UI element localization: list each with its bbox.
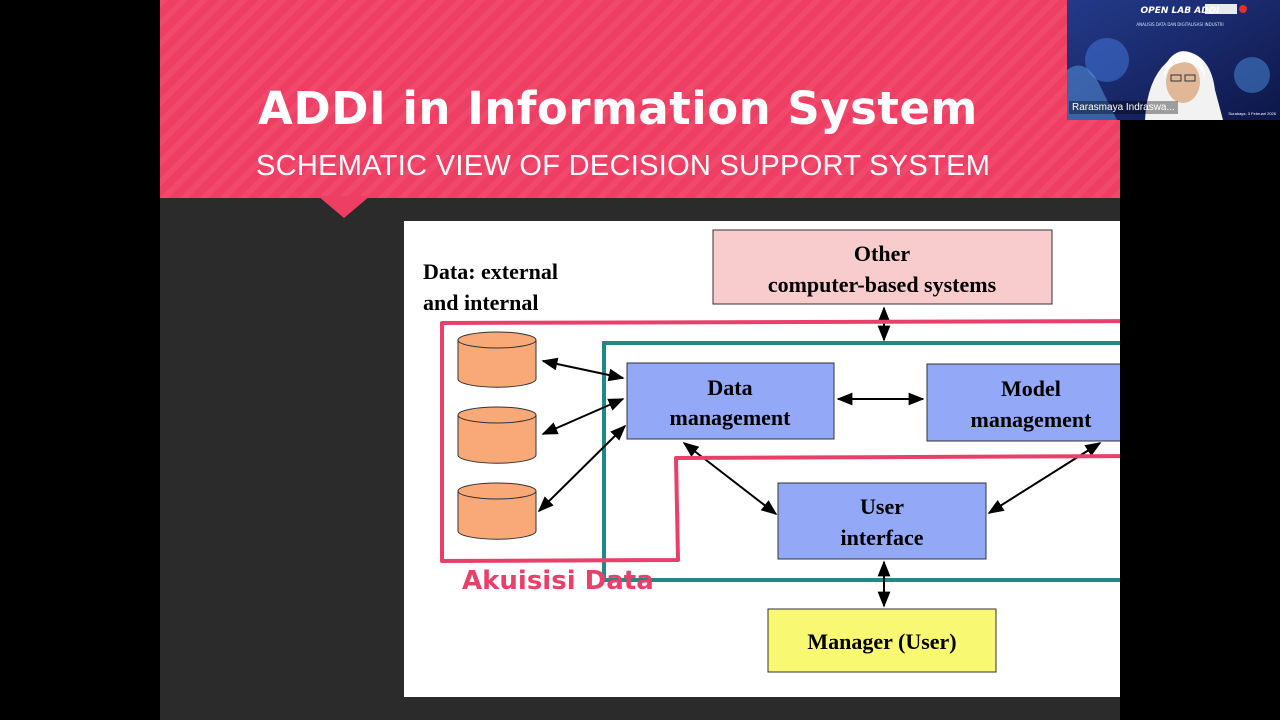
presentation-slide: ADDI in Information System SCHEMATIC VIE… <box>160 0 1120 720</box>
database-icon <box>457 406 537 464</box>
manager-box: Manager (User) <box>767 608 997 673</box>
database-icon <box>457 331 537 388</box>
data-sources-label-line1: Data: external <box>423 259 558 284</box>
event-subtitle: ANALISIS DATA DAN DIGITALISASI INDUSTRI <box>1136 22 1224 27</box>
database-icon <box>457 482 537 540</box>
slide-subtitle: SCHEMATIC VIEW OF DECISION SUPPORT SYSTE… <box>256 150 991 182</box>
slide-title: ADDI in Information System <box>258 82 978 135</box>
manager-label: Manager (User) <box>807 629 956 654</box>
model-management-line1: Model <box>1001 376 1061 401</box>
user-interface-box: User interface <box>777 482 987 560</box>
data-management-box: Data management <box>626 362 835 440</box>
data-management-line2: management <box>670 405 792 430</box>
participant-avatar <box>1145 51 1223 120</box>
other-systems-line2: computer-based systems <box>768 272 997 297</box>
header-notch <box>318 196 370 218</box>
model-management-line2: management <box>971 407 1093 432</box>
other-systems-line1: Other <box>854 241 910 266</box>
dss-diagram: Other computer-based systems Data: exter… <box>404 221 1120 697</box>
other-systems-box: Other computer-based systems <box>712 229 1053 305</box>
user-interface-line1: User <box>860 494 904 519</box>
user-interface-line2: interface <box>840 525 923 550</box>
participant-name: Rarasmaya Indraswa... <box>1069 101 1178 114</box>
data-sources-label-line2: and internal <box>423 290 539 315</box>
data-acquisition-outline <box>440 319 1120 563</box>
data-management-line1: Data <box>707 375 752 400</box>
data-acquisition-caption: Akuisisi Data <box>462 566 654 596</box>
model-management-box: Model management <box>926 363 1120 442</box>
event-banner: OPEN LAB ADDI <box>1140 6 1220 16</box>
slide-header <box>160 0 1120 198</box>
event-date: Surabaya, 3 Februari 2026 <box>1228 111 1276 116</box>
participant-video-tile[interactable]: OPEN LAB ADDI ANALISIS DATA DAN DIGITALI… <box>1067 0 1280 120</box>
